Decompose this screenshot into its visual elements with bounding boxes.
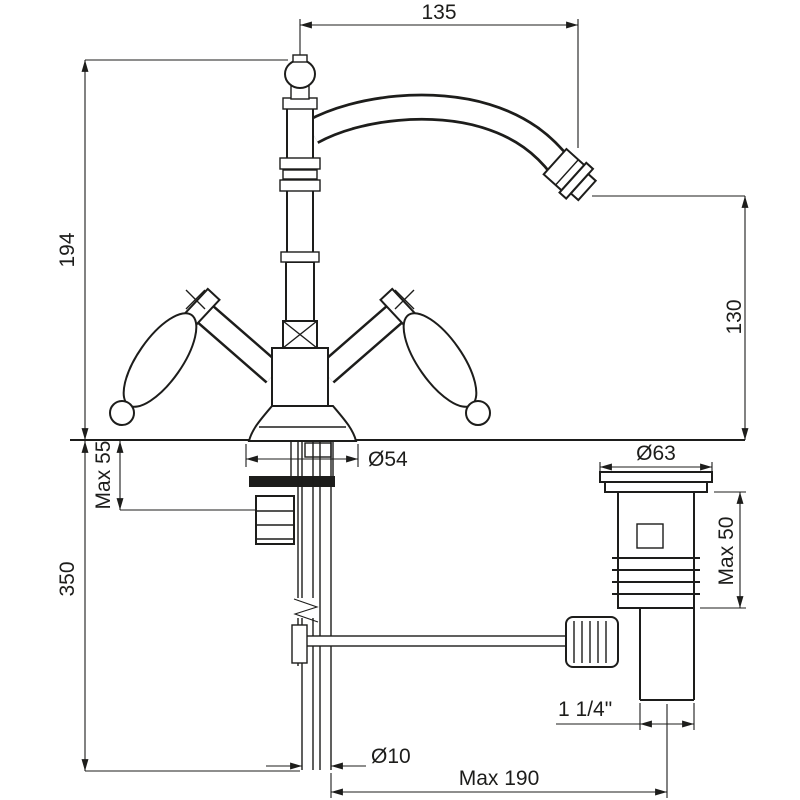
dimension-pipe-diameter: Ø10 bbox=[266, 745, 411, 770]
dimension-spout-reach: 135 bbox=[299, 1, 579, 148]
dimension-label-waste-thread: 1 1/4" bbox=[558, 698, 612, 721]
dimension-outlet-height: 130 bbox=[592, 195, 749, 440]
pipe-break-symbol bbox=[293, 598, 319, 623]
rubber-washer bbox=[249, 476, 335, 487]
dimension-label-spout-reach: 135 bbox=[421, 1, 456, 24]
dimension-label-height-above-deck: 194 bbox=[56, 232, 79, 267]
finial-ball bbox=[284, 59, 316, 89]
faucet-valve-and-base bbox=[247, 320, 358, 442]
faucet-right-handle bbox=[317, 287, 491, 426]
left-handle-cross-mark bbox=[185, 289, 206, 310]
drain-flange bbox=[599, 471, 713, 483]
right-handle-lever bbox=[402, 312, 478, 408]
dimension-max-deck-thickness: Max 55 bbox=[92, 441, 256, 511]
dimension-layer: 135 194 130 Max 55 350 bbox=[56, 1, 749, 798]
dimension-waste-thread: 1 1/4" bbox=[556, 698, 695, 730]
dimension-base-diameter: Ø54 bbox=[245, 444, 408, 471]
underdeck-assembly bbox=[249, 441, 569, 770]
dimension-waste-flange-diameter: Ø63 bbox=[599, 442, 713, 474]
shank-locknut bbox=[304, 442, 332, 458]
dimension-below-deck-length: 350 bbox=[56, 441, 300, 772]
drain-body bbox=[617, 491, 695, 609]
dimension-label-pipe-diameter: Ø10 bbox=[371, 745, 411, 768]
drain-threads bbox=[612, 557, 700, 595]
dimension-label-below-deck-length: 350 bbox=[56, 561, 79, 596]
base-escutcheon bbox=[247, 405, 358, 442]
ball-rod-nut-knurling bbox=[573, 621, 607, 663]
overflow-port bbox=[636, 523, 664, 549]
right-handle-tip bbox=[465, 400, 491, 426]
spout-aerator bbox=[542, 147, 598, 202]
right-handle-cross-mark bbox=[394, 289, 415, 310]
ball-rod-nut bbox=[565, 616, 619, 668]
dimension-label-waste-body-max-depth: Max 50 bbox=[715, 517, 738, 586]
mounting-nut bbox=[255, 495, 295, 545]
dimension-label-outlet-height: 130 bbox=[723, 299, 746, 334]
valve-body bbox=[271, 347, 329, 407]
dimension-waste-body-max-depth: Max 50 bbox=[700, 491, 746, 609]
diverter-cross bbox=[282, 320, 318, 349]
dimension-max-waste-offset: Max 190 bbox=[330, 704, 668, 798]
finial-cap bbox=[292, 54, 308, 63]
faucet-spout bbox=[305, 93, 572, 176]
faucet-left-handle bbox=[109, 287, 283, 426]
dimension-label-max-deck-thickness: Max 55 bbox=[92, 441, 115, 510]
drain-assembly bbox=[565, 471, 713, 701]
dimension-label-waste-flange-diameter: Ø63 bbox=[636, 442, 676, 465]
dimension-height-above-deck: 194 bbox=[56, 59, 288, 440]
left-handle-tip bbox=[109, 400, 135, 426]
dimension-label-base-diameter: Ø54 bbox=[368, 448, 408, 471]
pop-up-horizontal-rod bbox=[299, 635, 569, 647]
faucet-body-column bbox=[279, 54, 321, 323]
dimension-label-max-waste-offset: Max 190 bbox=[459, 767, 540, 790]
rod-clamp bbox=[291, 624, 308, 664]
left-handle-lever bbox=[122, 312, 198, 408]
